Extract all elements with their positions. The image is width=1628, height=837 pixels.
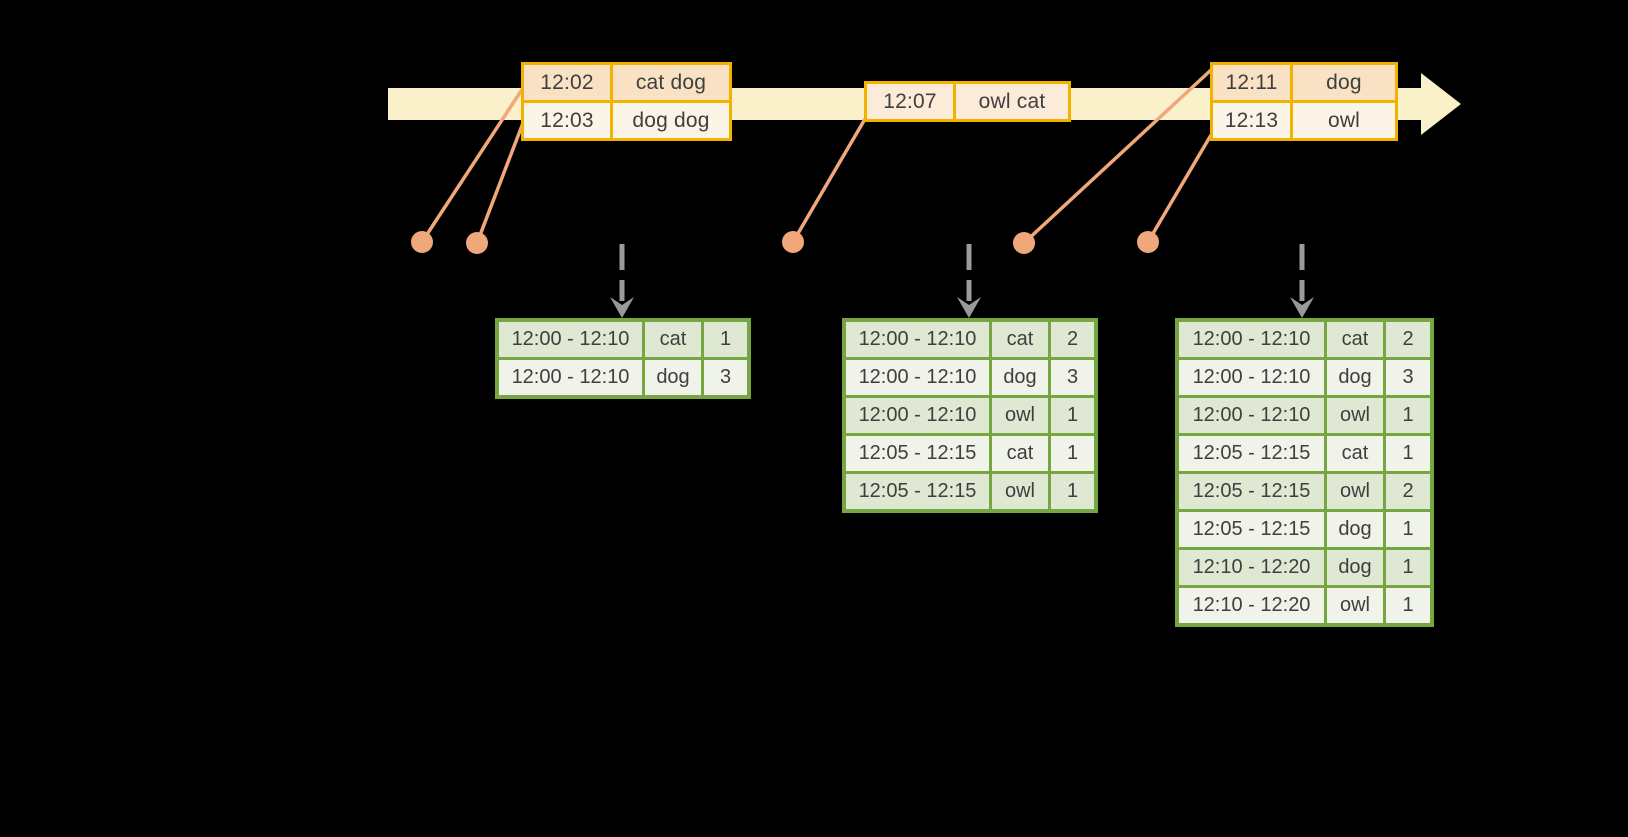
event-table-3: 12:11 dog 12:13 owl xyxy=(1210,62,1398,141)
result-count-cell: 1 xyxy=(1386,550,1430,585)
result-count-cell: 1 xyxy=(1386,588,1430,623)
result-table-2: 12:00 - 12:10 cat 2 12:00 - 12:10 dog 3 … xyxy=(842,318,1098,513)
result-word-cell: owl xyxy=(1327,588,1383,623)
result-count-cell: 3 xyxy=(1051,360,1094,395)
result-word-cell: owl xyxy=(1327,474,1383,509)
result-window-cell: 12:00 - 12:10 xyxy=(499,322,642,357)
result-word-cell: cat xyxy=(1327,322,1383,357)
result-count-cell: 1 xyxy=(1051,398,1094,433)
event-table-1: 12:02 cat dog 12:03 dog dog xyxy=(521,62,732,141)
event-words-cell: cat dog xyxy=(613,65,729,100)
result-word-cell: dog xyxy=(1327,360,1383,395)
result-word-cell: dog xyxy=(1327,550,1383,585)
result-window-cell: 12:00 - 12:10 xyxy=(499,360,642,395)
result-window-cell: 12:05 - 12:15 xyxy=(846,436,989,471)
trigger-arrows xyxy=(619,244,1305,301)
result-word-cell: cat xyxy=(992,322,1048,357)
result-count-cell: 3 xyxy=(1386,360,1430,395)
result-window-cell: 12:00 - 12:10 xyxy=(846,360,989,395)
result-count-cell: 1 xyxy=(1051,436,1094,471)
result-window-cell: 12:00 - 12:10 xyxy=(846,398,989,433)
event-time-cell: 12:13 xyxy=(1213,103,1290,138)
result-window-cell: 12:05 - 12:15 xyxy=(1179,474,1324,509)
result-table-3: 12:00 - 12:10 cat 2 12:00 - 12:10 dog 3 … xyxy=(1175,318,1434,627)
event-words-cell: owl cat xyxy=(956,84,1068,119)
result-count-cell: 1 xyxy=(1386,436,1430,471)
timeline-arrowhead-icon xyxy=(1421,73,1461,135)
event-dot xyxy=(1013,232,1035,254)
result-word-cell: owl xyxy=(992,398,1048,433)
event-time-cell: 12:03 xyxy=(524,103,610,138)
result-word-cell: cat xyxy=(1327,436,1383,471)
result-window-cell: 12:05 - 12:15 xyxy=(846,474,989,509)
event-time-cell: 12:11 xyxy=(1213,65,1290,100)
event-dot xyxy=(782,231,804,253)
result-word-cell: dog xyxy=(992,360,1048,395)
result-word-cell: dog xyxy=(1327,512,1383,547)
connector-line xyxy=(475,122,525,244)
result-count-cell: 1 xyxy=(1051,474,1094,509)
result-window-cell: 12:00 - 12:10 xyxy=(1179,322,1324,357)
result-window-cell: 12:05 - 12:15 xyxy=(1179,512,1324,547)
trigger-arrowhead-icon xyxy=(610,297,634,318)
result-word-cell: owl xyxy=(992,474,1048,509)
result-window-cell: 12:00 - 12:10 xyxy=(1179,360,1324,395)
event-words-cell: owl xyxy=(1293,103,1395,138)
result-window-cell: 12:10 - 12:20 xyxy=(1179,550,1324,585)
result-word-cell: cat xyxy=(992,436,1048,471)
result-table-1: 12:00 - 12:10 cat 1 12:00 - 12:10 dog 3 xyxy=(495,318,751,399)
result-word-cell: cat xyxy=(645,322,701,357)
result-count-cell: 1 xyxy=(1386,512,1430,547)
result-count-cell: 2 xyxy=(1051,322,1094,357)
result-window-cell: 12:00 - 12:10 xyxy=(846,322,989,357)
connector-line xyxy=(791,118,867,243)
event-dot xyxy=(1137,231,1159,253)
trigger-arrowheads xyxy=(610,297,1314,318)
connector-line xyxy=(1146,134,1213,243)
event-time-cell: 12:07 xyxy=(867,84,953,119)
result-count-cell: 3 xyxy=(704,360,747,395)
result-window-cell: 12:05 - 12:15 xyxy=(1179,436,1324,471)
result-word-cell: owl xyxy=(1327,398,1383,433)
result-count-cell: 2 xyxy=(1386,474,1430,509)
event-dot xyxy=(466,232,488,254)
result-word-cell: dog xyxy=(645,360,701,395)
event-words-cell: dog xyxy=(1293,65,1395,100)
event-table-2: 12:07 owl cat xyxy=(864,81,1071,122)
event-time-cell: 12:02 xyxy=(524,65,610,100)
event-words-cell: dog dog xyxy=(613,103,729,138)
result-window-cell: 12:00 - 12:10 xyxy=(1179,398,1324,433)
trigger-arrowhead-icon xyxy=(957,297,981,318)
result-count-cell: 1 xyxy=(1386,398,1430,433)
result-count-cell: 1 xyxy=(704,322,747,357)
event-dots xyxy=(411,231,1159,254)
result-count-cell: 2 xyxy=(1386,322,1430,357)
trigger-arrowhead-icon xyxy=(1290,297,1314,318)
event-dot xyxy=(411,231,433,253)
result-window-cell: 12:10 - 12:20 xyxy=(1179,588,1324,623)
